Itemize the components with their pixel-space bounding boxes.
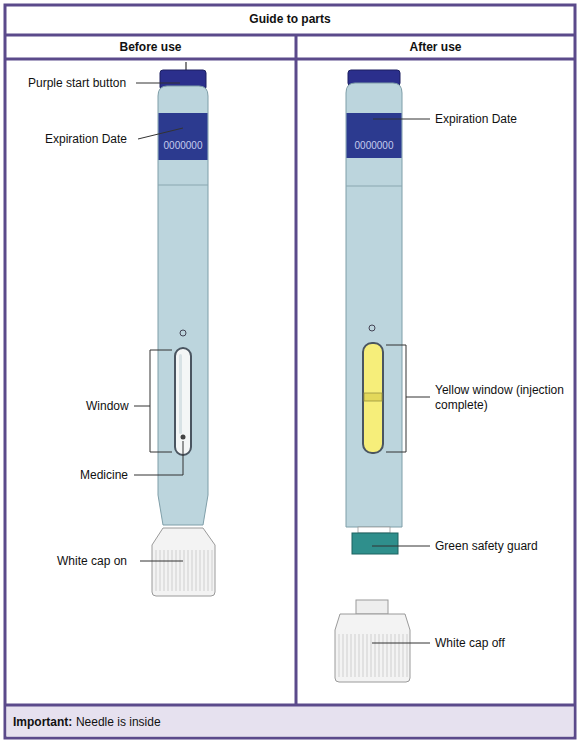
note-band — [7, 705, 574, 737]
part-label: Purple start button — [28, 76, 138, 91]
cell-heading: Before use — [119, 40, 181, 55]
table-frame — [5, 5, 575, 738]
leader-lines — [134, 83, 430, 643]
column-header: Before use — [7, 37, 294, 58]
pen-print: 0000000 — [159, 139, 207, 152]
pen-print: 0000000 — [347, 139, 401, 152]
grid-line — [5, 704, 575, 707]
part-label: Medicine — [80, 468, 132, 483]
part-label: Expiration Date — [435, 112, 545, 127]
cell-text: Needle is inside — [76, 715, 161, 730]
part-label: Expiration Date — [45, 132, 137, 147]
grid-line — [295, 35, 298, 705]
grid-line — [5, 34, 575, 37]
part-label: Green safety guard — [435, 539, 565, 554]
part-label: Yellow window (injection complete) — [435, 383, 565, 413]
note-band: Important: Needle is inside — [7, 707, 573, 737]
cell-heading: Important: — [13, 715, 72, 730]
table-title: Guide to parts — [6, 12, 574, 27]
part-label: White cap off — [435, 636, 545, 651]
cell-heading: After use — [409, 40, 461, 55]
pen-after — [335, 70, 410, 682]
grid-line — [5, 58, 575, 61]
pen-before — [152, 62, 215, 596]
column-header: After use — [298, 37, 573, 58]
part-label: Window — [86, 399, 132, 414]
part-label: White cap on — [57, 554, 139, 569]
